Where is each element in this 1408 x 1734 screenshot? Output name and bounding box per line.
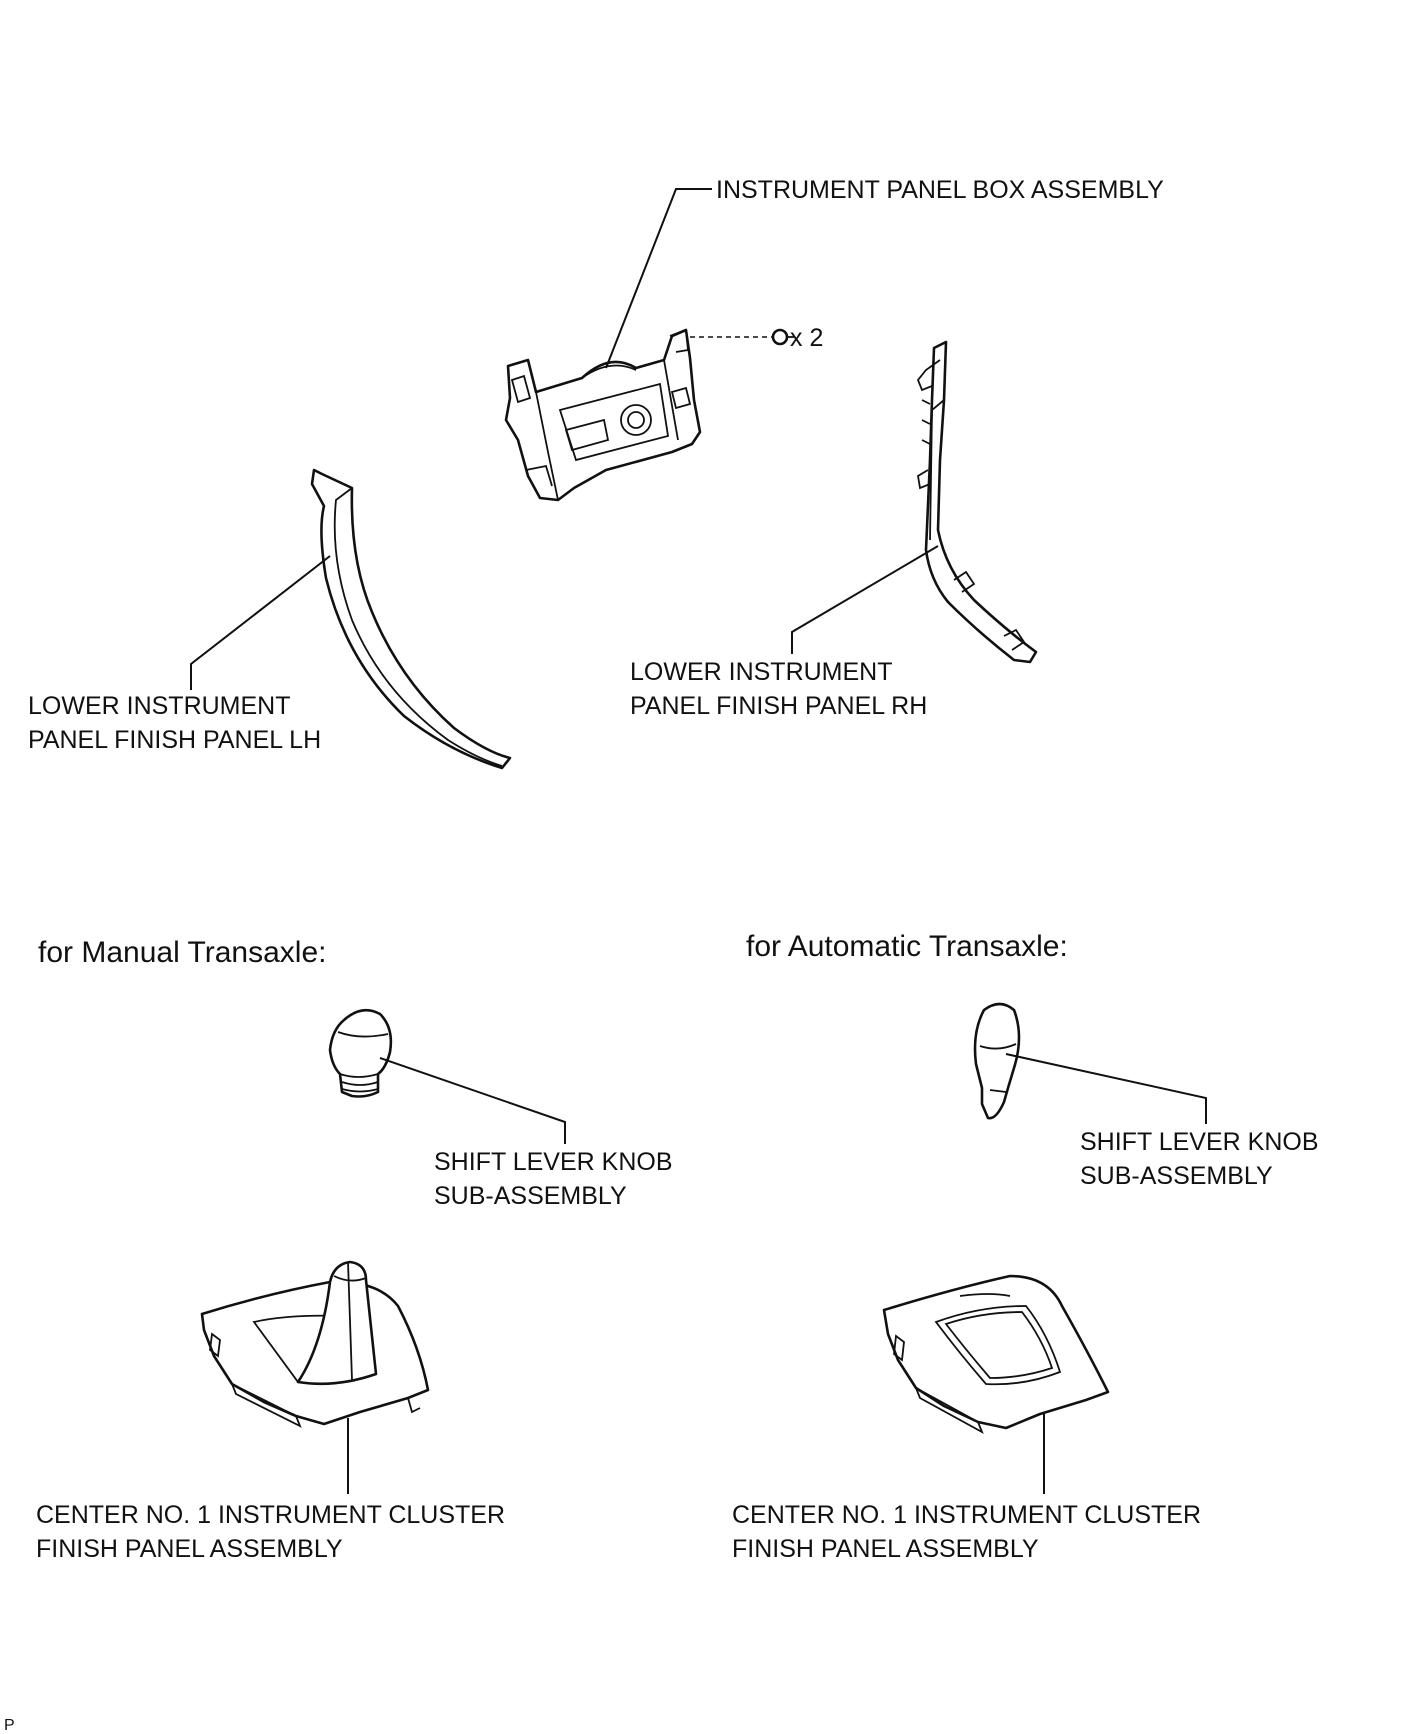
shift-knob-manual-label-line1: SHIFT LEVER KNOB — [434, 1148, 673, 1176]
shift-knob-automatic-label-line2: SUB-ASSEMBLY — [1080, 1162, 1273, 1190]
cluster-panel-manual-label-line1: CENTER NO. 1 INSTRUMENT CLUSTER — [36, 1501, 505, 1529]
shift-knob-manual — [328, 1008, 393, 1098]
lower-panel-lh-label-line1: LOWER INSTRUMENT — [28, 692, 291, 720]
manual-knob-leader-line — [379, 1057, 566, 1144]
shift-knob-automatic-label-line1: SHIFT LEVER KNOB — [1080, 1128, 1319, 1156]
rh-leader-line — [791, 545, 939, 654]
auto-knob-leader-line — [1005, 1053, 1207, 1124]
instrument-panel-box-label: INSTRUMENT PANEL BOX ASSEMBLY — [716, 176, 1164, 204]
automatic-transaxle-heading: for Automatic Transaxle: — [746, 930, 1068, 963]
lower-panel-lh-label-line2: PANEL FINISH PANEL LH — [28, 726, 321, 754]
fastener-count-label: x 2 — [790, 324, 823, 352]
bolt-icon — [771, 328, 794, 346]
box-leader-line — [605, 188, 712, 369]
shift-knob-automatic — [973, 1002, 1021, 1120]
lower-panel-rh-label-line2: PANEL FINISH PANEL RH — [630, 692, 927, 720]
shift-knob-manual-label-line2: SUB-ASSEMBLY — [434, 1182, 627, 1210]
cluster-panel-automatic-label-line2: FINISH PANEL ASSEMBLY — [732, 1535, 1039, 1563]
manual-transaxle-heading: for Manual Transaxle: — [38, 936, 326, 969]
lower-panel-rh-label-line1: LOWER INSTRUMENT — [630, 658, 893, 686]
lower-panel-lh — [310, 468, 512, 770]
cluster-panel-manual — [200, 1260, 430, 1428]
cluster-panel-automatic — [882, 1274, 1110, 1434]
cluster-panel-manual-label-line2: FINISH PANEL ASSEMBLY — [36, 1535, 343, 1563]
cluster-panel-automatic-label-line1: CENTER NO. 1 INSTRUMENT CLUSTER — [732, 1501, 1201, 1529]
lower-panel-rh — [916, 340, 1038, 664]
lh-leader-line — [190, 555, 331, 690]
instrument-panel-box-assembly — [504, 328, 702, 502]
corner-mark: P — [4, 1717, 15, 1734]
